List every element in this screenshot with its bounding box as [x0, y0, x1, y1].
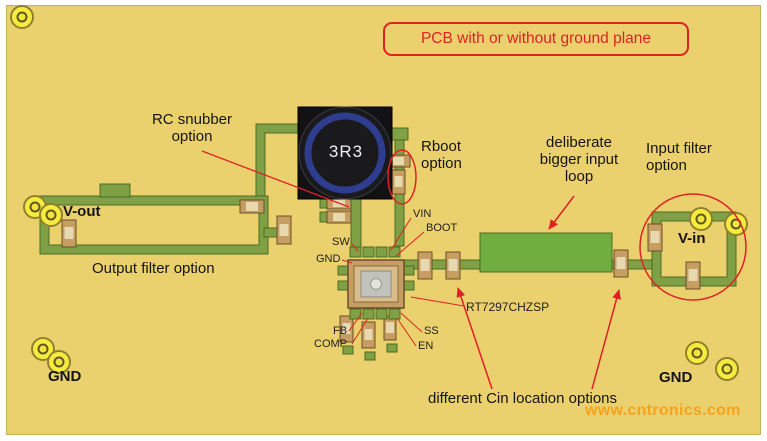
input-filter-label: Input filter option	[646, 140, 712, 174]
chip-part-number-label: RT7297CHZSP	[466, 300, 550, 314]
output-filter-cap	[61, 219, 77, 248]
through-hole-pads	[10, 5, 748, 381]
pin-label-gnd: GND	[316, 253, 341, 265]
smd-components	[61, 154, 701, 349]
inductor-ring	[304, 112, 386, 194]
vout-terminal-label: V-out	[63, 203, 101, 220]
rboot-highlight-ellipse	[387, 149, 417, 205]
cin-cap-3	[613, 249, 629, 278]
sw-node-trace	[350, 195, 362, 250]
pin-label-ss: SS	[424, 325, 439, 337]
output-stub-cap	[276, 215, 292, 245]
ic-top-pins	[349, 246, 401, 258]
vout-terminal-pads	[23, 195, 63, 227]
gnd-pin-line	[341, 259, 353, 264]
pin-label-fb: FB	[333, 325, 348, 337]
en-pin-line	[396, 317, 417, 347]
boot-cap	[391, 169, 406, 195]
ss-pad	[386, 343, 398, 353]
gnd-left-label: GND	[48, 368, 82, 385]
cin-cap-1	[417, 251, 433, 280]
comp-component	[361, 321, 376, 349]
ss-component	[383, 315, 397, 341]
input-filter-highlight-ellipse	[639, 193, 747, 301]
rboot-label: Rboot option	[421, 138, 462, 172]
pin-label-boot: BOOT	[426, 222, 458, 234]
pin-label-en: EN	[418, 340, 434, 352]
cin-cap-2	[445, 251, 461, 280]
fb-pin-line	[348, 312, 363, 332]
boot-top-pad	[389, 127, 409, 141]
gnd-right-terminal-pads	[685, 341, 739, 381]
ss-pin-line	[400, 312, 423, 333]
input-loop-label: deliberate bigger input loop	[539, 134, 619, 185]
mount-pad-top-left	[10, 5, 34, 29]
gnd-left-terminal-pads	[31, 337, 71, 374]
ic-footprint	[337, 246, 415, 320]
rc-snubber-label: RC snubber option	[151, 111, 233, 145]
output-top-resistor	[239, 199, 265, 214]
ic-bottom-pins	[349, 308, 401, 320]
ic-pin1-mark	[370, 278, 382, 290]
title-callout: PCB with or without ground plane	[383, 22, 689, 56]
input-loop-plane	[479, 232, 613, 273]
vin-pin-line	[390, 217, 412, 251]
pin-label-sw: SW	[332, 236, 350, 248]
inductor	[297, 106, 393, 200]
cin-arrow-right	[591, 289, 621, 390]
inductor-feed-trace	[255, 123, 303, 197]
gnd-right-label: GND	[659, 369, 693, 386]
copper-traces	[39, 123, 737, 361]
cin-options-label: different Cin location options	[428, 390, 618, 407]
watermark-text: www.cntronics.com	[585, 402, 741, 419]
fb-component	[339, 315, 354, 343]
inductor-body	[298, 106, 392, 200]
pin-label-vin: VIN	[413, 208, 432, 220]
output-filter-label: Output filter option	[92, 260, 215, 277]
sw-pin-line	[351, 243, 359, 252]
vin-terminal-pads	[689, 207, 748, 236]
comp-pin-line	[351, 317, 369, 345]
input-filter-cap-2	[685, 261, 701, 290]
comp-pad	[364, 351, 376, 361]
pin-label-comp: COMP	[314, 338, 347, 350]
inductor-value-label: 3R3	[328, 142, 364, 161]
output-top-stub-trace	[99, 183, 131, 198]
rc-snubber-pointer-line	[201, 150, 350, 208]
chip-name-line	[410, 296, 465, 307]
fb-pad	[342, 345, 354, 355]
boot-pin-line	[395, 231, 425, 257]
pcb-board	[6, 5, 761, 435]
vin-terminal-label: V-in	[678, 230, 706, 247]
snubber-cap	[326, 210, 352, 224]
input-loop-arrow	[548, 195, 575, 230]
cin-arrow-left	[456, 287, 493, 390]
red-annotations	[201, 149, 747, 390]
input-filter-cap-1	[647, 223, 663, 252]
